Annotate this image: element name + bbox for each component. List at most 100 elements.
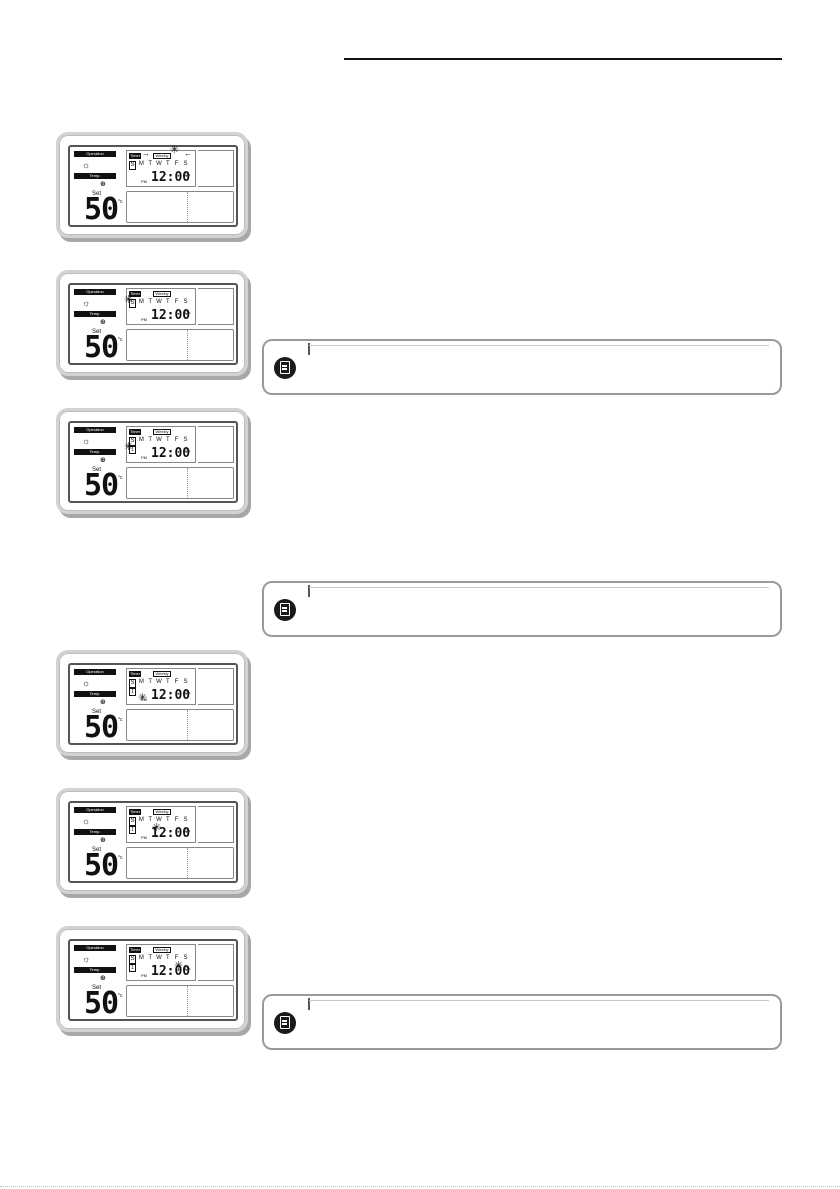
fan-icon: ⊛ xyxy=(100,319,106,326)
clock-display: 12:00 xyxy=(151,170,191,185)
header-rule xyxy=(344,58,782,60)
note-box-3 xyxy=(262,994,782,1050)
pm-label: PM xyxy=(141,697,147,702)
schedule-panel: Timer Weekly S M T W T F S 1 PM 12:00 On xyxy=(126,944,196,981)
pm-label: PM xyxy=(141,835,147,840)
operation-label: Operation xyxy=(74,289,116,295)
set-label: Set xyxy=(92,467,102,473)
temp-label: Temp. xyxy=(74,967,116,973)
lcd-screen-6: Operation ☼ Temp. ⊛ Set 50 °c Timer Week… xyxy=(56,926,248,1032)
degree-unit: °c xyxy=(118,199,123,205)
degree-unit: °c xyxy=(118,855,123,861)
day-mon: M xyxy=(138,679,144,685)
slot-number: 1 xyxy=(129,446,136,454)
note-box-1 xyxy=(262,339,782,395)
blink-burst-icon: ✳ xyxy=(170,144,180,156)
day-tue: T xyxy=(148,679,152,685)
day-tue: T xyxy=(148,955,152,961)
day-sat: S xyxy=(183,679,188,685)
weekly-tab: Weekly xyxy=(153,429,171,435)
sun-icon: ☼ xyxy=(82,954,91,964)
fan-icon: ⊛ xyxy=(100,699,106,706)
day-sat: S xyxy=(183,161,188,167)
lcd-screen-2: Operation ☼ Temp. ⊛ Set 50 °c Timer Week… xyxy=(56,270,248,376)
blink-burst-icon: ✳ xyxy=(174,960,184,972)
note-document-icon xyxy=(274,599,296,621)
bottom-box xyxy=(126,467,234,499)
fan-icon: ⊛ xyxy=(100,181,106,188)
bottom-box xyxy=(126,985,234,1017)
right-column xyxy=(198,668,234,705)
day-sun: S xyxy=(129,161,136,170)
day-wed: W xyxy=(156,817,162,823)
lcd-display: Operation ☼ Temp. ⊛ Set 50 °c Timer Week… xyxy=(68,283,238,365)
set-value: 50 xyxy=(84,848,119,883)
lcd-display: Operation ☼ Temp. ⊛ Set 50 °c Timer Week… xyxy=(68,663,238,745)
bottom-box xyxy=(126,329,234,361)
lcd-screen-5: Operation ☼ Temp. ⊛ Set 50 °c Timer Week… xyxy=(56,788,248,894)
day-mon: M xyxy=(138,299,144,305)
schedule-panel: Timer Weekly S M T W T F S 1 PM 12:00 On xyxy=(126,806,196,843)
set-label: Set xyxy=(92,191,102,197)
lcd-display: Operation ☼ Temp. ⊛ Set 50 °c Timer Week… xyxy=(68,801,238,883)
day-sun: S xyxy=(129,437,136,446)
day-tue: T xyxy=(148,161,152,167)
sun-icon: ☼ xyxy=(82,160,91,170)
day-mon: M xyxy=(138,817,144,823)
temp-label: Temp. xyxy=(74,829,116,835)
bottom-box xyxy=(126,191,234,223)
day-mon: M xyxy=(138,955,144,961)
pm-label: PM xyxy=(141,317,147,322)
right-column xyxy=(198,426,234,463)
slot-number: 1 xyxy=(129,826,136,834)
schedule-panel: Timer Weekly S M T W T F S PM 12:00 On xyxy=(126,288,196,325)
day-thu: T xyxy=(165,437,170,443)
sun-icon: ☼ xyxy=(82,436,91,446)
pm-label: PM xyxy=(141,973,147,978)
fan-icon: ⊛ xyxy=(100,975,106,982)
day-fri: F xyxy=(174,161,179,167)
clock-display: 12:00 xyxy=(151,964,191,979)
right-column xyxy=(198,806,234,843)
weekday-row: S M T W T F S xyxy=(129,955,189,964)
sun-icon: ☼ xyxy=(82,298,91,308)
day-fri: F xyxy=(174,299,179,305)
clock-display: 12:00 xyxy=(151,308,191,323)
on-label: On xyxy=(185,828,191,833)
temp-label: Temp. xyxy=(74,173,116,179)
operation-label: Operation xyxy=(74,669,116,675)
set-value: 50 xyxy=(84,986,119,1021)
day-sat: S xyxy=(183,299,188,305)
set-label: Set xyxy=(92,847,102,853)
day-sat: S xyxy=(183,817,188,823)
lcd-display: Operation ☼ Temp. ⊛ Set 50 °c Timer Week… xyxy=(68,421,238,503)
day-sun: S xyxy=(129,679,136,688)
on-label: On xyxy=(185,966,191,971)
weekday-row: S M T W T F S xyxy=(129,817,189,826)
timer-tab: Timer xyxy=(129,291,141,297)
day-wed: W xyxy=(156,161,162,167)
slot-number: 1 xyxy=(129,688,136,696)
degree-unit: °c xyxy=(118,475,123,481)
temp-label: Temp. xyxy=(74,311,116,317)
operation-label: Operation xyxy=(74,427,116,433)
on-label: On xyxy=(185,690,191,695)
day-fri: F xyxy=(174,679,179,685)
day-fri: F xyxy=(174,817,179,823)
day-thu: T xyxy=(165,161,170,167)
sun-icon: ☼ xyxy=(82,678,91,688)
degree-unit: °c xyxy=(118,337,123,343)
schedule-panel: Timer Weekly S M T W T F S 1 PM 12:00 On xyxy=(126,668,196,705)
bottom-box xyxy=(126,847,234,879)
arrow-right-icon: → xyxy=(142,149,150,158)
operation-label: Operation xyxy=(74,807,116,813)
weekday-row: S M T W T F S xyxy=(129,437,189,446)
timer-tab: Timer xyxy=(129,153,141,159)
timer-tab: Timer xyxy=(129,429,141,435)
day-wed: W xyxy=(156,955,162,961)
weekly-tab: Weekly xyxy=(153,809,171,815)
weekday-row: S M T W T F S xyxy=(129,679,189,688)
operation-label: Operation xyxy=(74,151,116,157)
day-thu: T xyxy=(165,299,170,305)
temp-label: Temp. xyxy=(74,449,116,455)
